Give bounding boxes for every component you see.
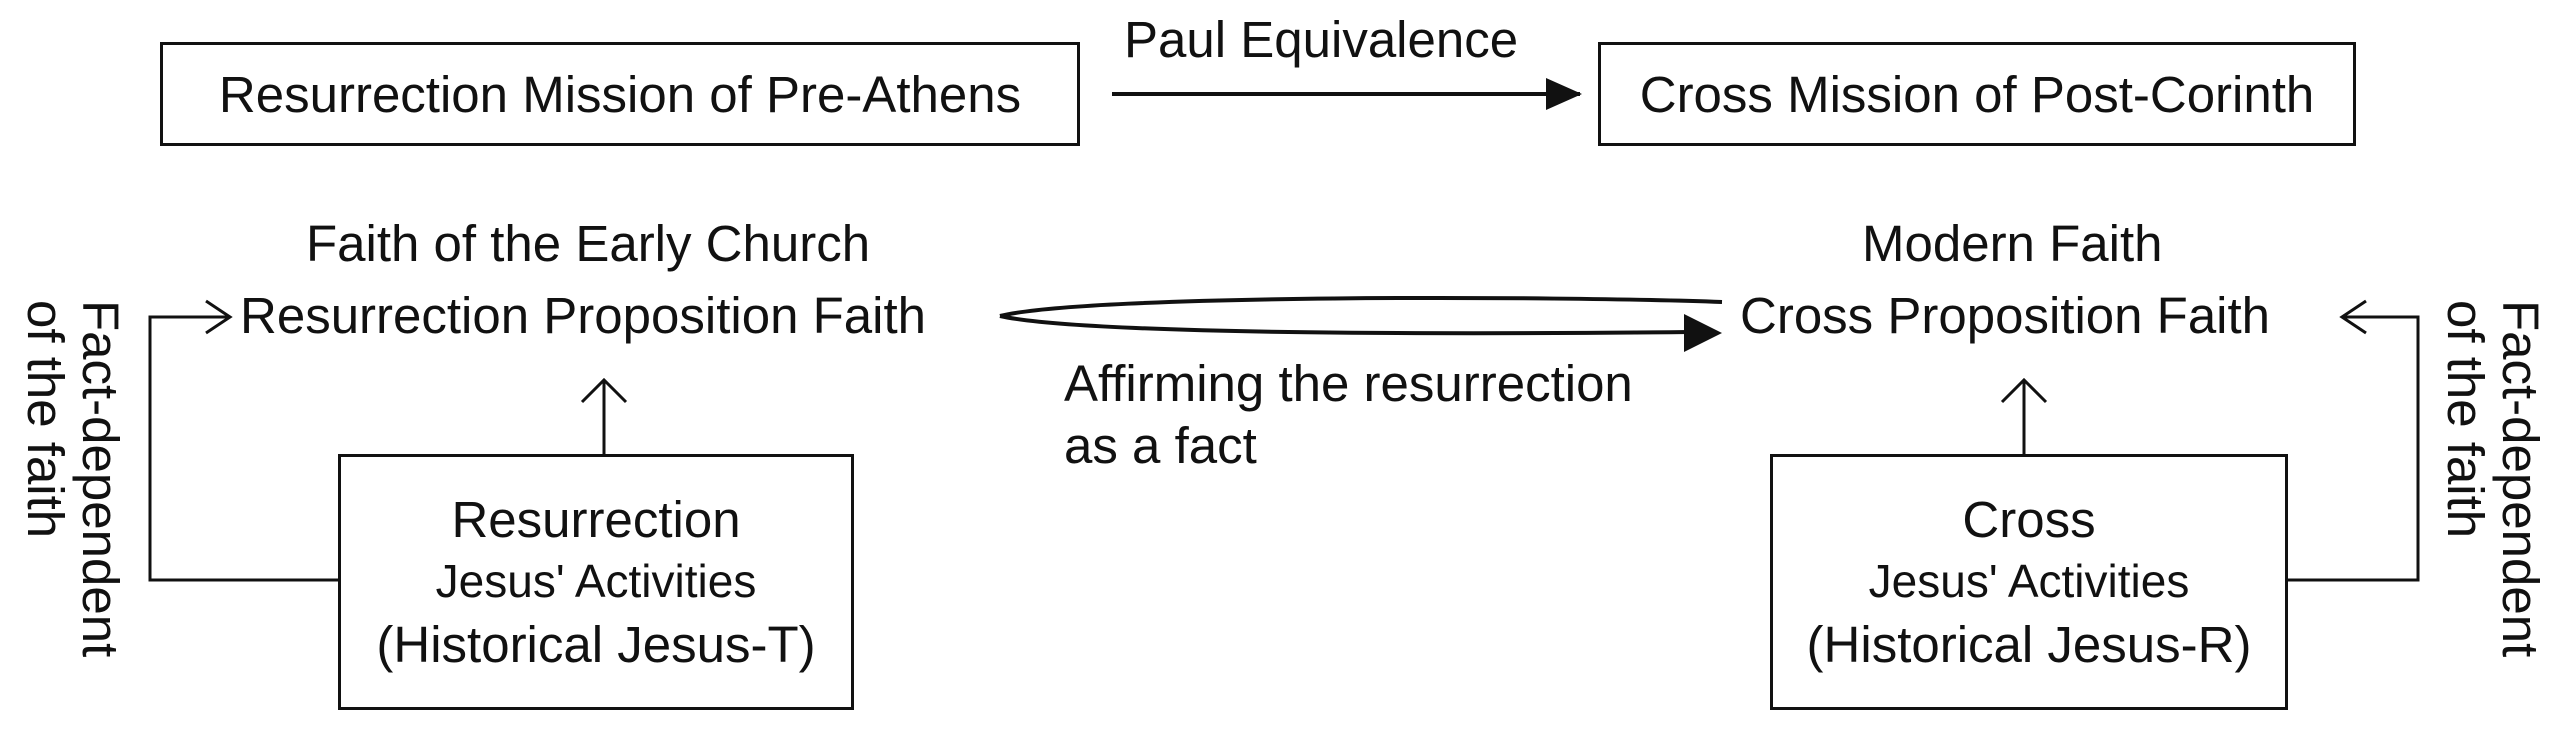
- paul-equivalence-arrowhead: [1546, 78, 1582, 110]
- post-corinth-mission-label: Cross Mission of Post-Corinth: [1639, 65, 2315, 123]
- left-side-label: Fact-dependent of the faith: [17, 300, 130, 680]
- affirming-line-1: Affirming the resurrection: [1064, 355, 1633, 412]
- left-bracket-arrowhead: [205, 299, 233, 335]
- cross-box-title: Cross: [1962, 491, 2096, 549]
- right-side-label: Fact-dependent of the faith: [2437, 300, 2550, 680]
- early-church-faith-heading: Faith of the Early Church: [306, 215, 871, 272]
- resurrection-box-title: Resurrection: [451, 491, 741, 549]
- pre-athens-mission-box: Resurrection Mission of Pre-Athens: [160, 42, 1080, 146]
- right-bracket-arrowhead: [2339, 299, 2367, 335]
- cross-proposition-faith: Cross Proposition Faith: [1740, 287, 2271, 344]
- affirming-curve-arrow: [999, 295, 1723, 336]
- cross-box-line-2: Jesus' Activities: [1868, 555, 2190, 608]
- paul-equivalence-label: Paul Equivalence: [1124, 11, 1519, 68]
- pre-athens-mission-label: Resurrection Mission of Pre-Athens: [218, 65, 1022, 123]
- affirming-line-2: as a fact: [1064, 417, 1257, 474]
- left-up-arrowhead: [580, 377, 628, 404]
- resurrection-activities-box: Resurrection Jesus' Activities (Historic…: [338, 454, 854, 710]
- modern-faith-heading: Modern Faith: [1862, 215, 2163, 272]
- left-side-label-line-2: of the faith: [17, 300, 75, 539]
- resurrection-box-line-2: Jesus' Activities: [435, 555, 757, 608]
- affirming-curve-arrowhead: [1684, 314, 1722, 352]
- resurrection-box-line-3: (Historical Jesus-T): [376, 615, 816, 673]
- cross-activities-box: Cross Jesus' Activities (Historical Jesu…: [1770, 454, 2288, 710]
- resurrection-proposition-faith: Resurrection Proposition Faith: [240, 287, 926, 344]
- left-side-label-line-1: Fact-dependent: [72, 300, 130, 658]
- right-side-label-line-2: of the faith: [2437, 300, 2495, 539]
- right-up-arrowhead: [2000, 377, 2048, 404]
- cross-box-line-3: (Historical Jesus-R): [1806, 615, 2252, 673]
- left-bracket-line: [148, 315, 338, 582]
- right-side-label-line-1: Fact-dependent: [2492, 300, 2550, 658]
- right-bracket-line: [2288, 315, 2420, 582]
- post-corinth-mission-box: Cross Mission of Post-Corinth: [1598, 42, 2356, 146]
